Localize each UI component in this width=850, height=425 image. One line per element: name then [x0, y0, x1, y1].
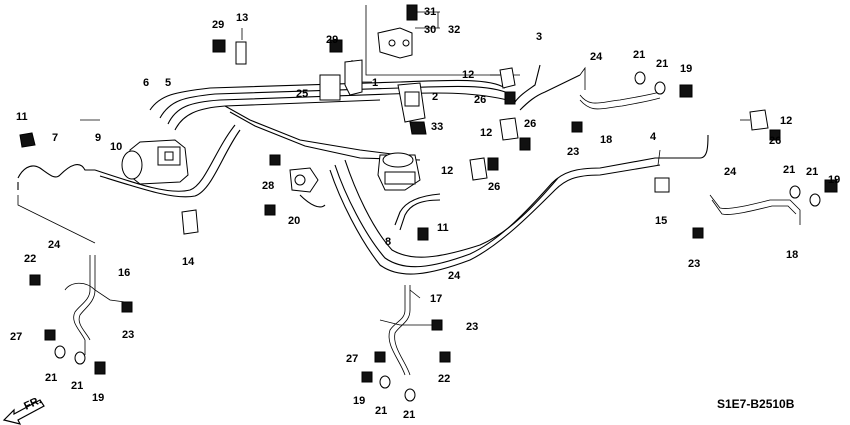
leader-lines [17, 5, 798, 299]
callout-24a: 24 [590, 51, 603, 63]
callout-10: 10 [110, 141, 122, 153]
callout-24d: 24 [448, 270, 461, 282]
callout-9: 9 [95, 132, 101, 144]
callout-19c: 19 [92, 392, 104, 404]
callout-6: 6 [143, 77, 149, 89]
front-label: FR. [22, 394, 43, 412]
callout-32: 32 [448, 24, 460, 36]
callout-21b: 21 [656, 58, 668, 70]
callout-12d: 12 [780, 115, 792, 127]
callout-21c: 21 [783, 164, 795, 176]
callout-14: 14 [182, 256, 195, 268]
front-arrow-icon [2, 399, 45, 425]
callout-27b: 27 [346, 353, 358, 365]
callout-8: 8 [385, 236, 391, 248]
washers [54, 71, 821, 402]
callout-numbers: 1 2 3 4 5 6 7 8 9 10 11 11 12 12 12 12 1… [10, 6, 840, 421]
callout-23a: 23 [567, 146, 579, 158]
callout-21d: 21 [806, 166, 818, 178]
callout-29b: 29 [326, 34, 338, 46]
callout-30: 30 [424, 24, 436, 36]
callout-11b: 11 [437, 222, 449, 234]
callout-20: 20 [288, 215, 300, 227]
callout-21g: 21 [375, 405, 387, 417]
callout-21h: 21 [403, 409, 415, 421]
callout-33: 33 [431, 121, 443, 133]
callout-13: 13 [236, 12, 248, 24]
brake-hoses [64, 91, 801, 376]
callout-3: 3 [536, 31, 542, 43]
callout-24c: 24 [48, 239, 61, 251]
abs-modulator [121, 139, 189, 185]
callout-5: 5 [165, 77, 171, 89]
callout-18b: 18 [786, 249, 798, 261]
callout-19b: 19 [828, 174, 840, 186]
callout-4: 4 [650, 131, 657, 143]
banjo-bolts [19, 4, 838, 383]
callout-23b: 23 [688, 258, 700, 270]
callout-25: 25 [296, 88, 308, 100]
callout-27a: 27 [10, 331, 22, 343]
diagram-code: S1E7-B2510B [717, 397, 795, 411]
proportioning-valve [289, 167, 319, 193]
junction-block [397, 82, 426, 123]
callout-21e: 21 [45, 372, 57, 384]
callout-24b: 24 [724, 166, 737, 178]
callout-7: 7 [52, 132, 58, 144]
brake-pipes [17, 64, 709, 275]
callout-26c: 26 [488, 181, 500, 193]
callout-26b: 26 [524, 118, 536, 130]
callout-23c: 23 [122, 329, 134, 341]
callout-29a: 29 [212, 19, 224, 31]
callout-1: 1 [372, 77, 378, 89]
callout-12a: 12 [462, 69, 474, 81]
callout-26a: 26 [474, 94, 486, 106]
callout-22b: 22 [438, 373, 450, 385]
callout-19a: 19 [680, 63, 692, 75]
callout-12c: 12 [441, 165, 453, 177]
callout-22a: 22 [24, 253, 36, 265]
callout-16: 16 [118, 267, 130, 279]
callout-28: 28 [262, 180, 274, 192]
callout-17: 17 [430, 293, 442, 305]
callout-31: 31 [424, 6, 436, 18]
bracket-32 [377, 27, 413, 59]
callout-21a: 21 [633, 49, 645, 61]
callout-23d: 23 [466, 321, 478, 333]
callout-21f: 21 [71, 380, 83, 392]
callout-18a: 18 [600, 134, 612, 146]
callout-26d: 26 [769, 135, 781, 147]
callout-15: 15 [655, 215, 667, 227]
callout-11a: 11 [16, 111, 28, 123]
clip-parts [181, 41, 769, 235]
master-cylinder [377, 152, 421, 191]
callout-19d: 19 [353, 395, 365, 407]
callout-12b: 12 [480, 127, 492, 139]
callout-2: 2 [432, 91, 438, 103]
